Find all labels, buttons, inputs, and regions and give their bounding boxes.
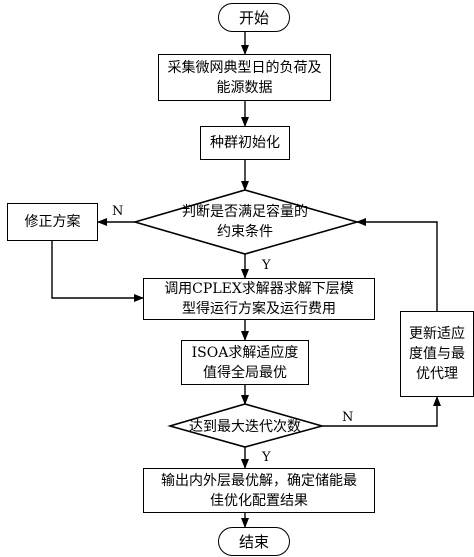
decision-max-iter-shape <box>167 403 325 448</box>
label-n-capacity: N <box>112 204 124 219</box>
decision-capacity-shape <box>132 189 360 255</box>
output-result-step: 输出内外层最优解，确定储能最佳优化配置结果 <box>143 468 375 513</box>
label-y-max-iter: Y <box>262 450 271 465</box>
arrow-fix-to-cplex <box>51 241 144 302</box>
start-terminal: 开始 <box>218 3 290 32</box>
capacity-constraint-decision: 判断是否满足容量的约束条件 <box>182 204 308 240</box>
isoa-fitness-step: ISOA求解适应度值得全局最优 <box>181 340 309 385</box>
end-terminal: 结束 <box>218 527 290 556</box>
update-fitness-step: 更新适应度值与最优代理 <box>400 311 474 397</box>
label-y-capacity: Y <box>262 258 271 273</box>
fix-plan-step: 修正方案 <box>7 203 98 241</box>
arrow-maxiter-to-update <box>322 396 441 427</box>
arrow-update-to-check <box>356 218 438 311</box>
collect-data-step: 采集微网典型日的负荷及能源数据 <box>158 54 331 101</box>
max-iteration-decision: 达到最大迭代次数 <box>189 419 301 435</box>
label-n-max-iter: N <box>342 410 354 425</box>
population-init-step: 种群初始化 <box>200 126 290 160</box>
cplex-solve-step: 调用CPLEX求解器求解下层模型得运行方案及运行费用 <box>143 278 375 320</box>
